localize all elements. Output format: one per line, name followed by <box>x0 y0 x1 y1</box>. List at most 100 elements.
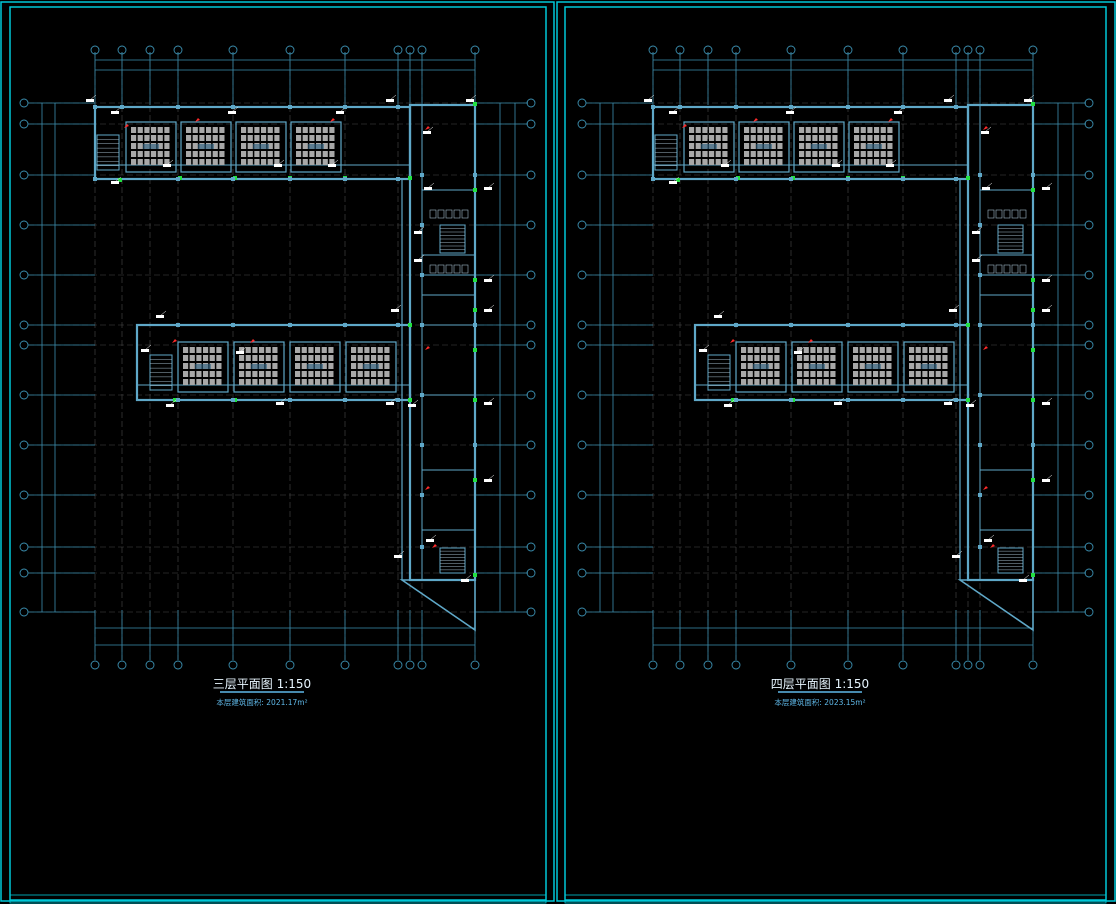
desk <box>203 379 209 385</box>
callout-tag <box>949 309 957 312</box>
desk <box>199 135 205 141</box>
desk <box>695 151 701 157</box>
desk <box>853 379 859 385</box>
axis-bubble <box>1084 490 1094 500</box>
axis-bubble <box>1084 98 1094 108</box>
desk <box>209 371 215 377</box>
east-wing-wall <box>966 103 1035 582</box>
axis-bubble <box>1028 660 1038 670</box>
axis-bubble <box>19 390 29 400</box>
axis-bubble <box>577 98 587 108</box>
toilet-stall <box>1003 209 1011 219</box>
toilet-stall <box>437 264 445 274</box>
desk <box>245 363 251 369</box>
axis-bubble <box>526 320 536 330</box>
door-marker <box>808 339 813 343</box>
desk <box>803 363 809 369</box>
desk <box>715 143 721 149</box>
callout-tag <box>944 402 952 405</box>
desk <box>825 127 831 133</box>
desk <box>750 159 756 165</box>
desk <box>302 135 308 141</box>
desk <box>301 347 307 353</box>
desk <box>747 371 753 377</box>
desk <box>144 135 150 141</box>
classroom-label-box <box>921 364 937 369</box>
structural-column <box>954 177 958 181</box>
desk <box>241 127 247 133</box>
desk <box>689 127 695 133</box>
desk <box>241 143 247 149</box>
window-mark <box>1031 188 1035 192</box>
desk <box>252 355 258 361</box>
desk <box>274 127 280 133</box>
desk <box>695 143 701 149</box>
desk <box>744 151 750 157</box>
axis-bubble <box>417 660 427 670</box>
sheet-frame-outer <box>556 1 1116 902</box>
structural-column <box>176 323 180 327</box>
desk <box>741 363 747 369</box>
classroom <box>791 341 843 393</box>
structural-column <box>901 177 905 181</box>
desk <box>879 379 885 385</box>
desk <box>874 135 880 141</box>
desk <box>715 159 721 165</box>
desk <box>245 371 251 377</box>
desk <box>859 379 865 385</box>
desk <box>747 363 753 369</box>
desk <box>823 379 829 385</box>
structural-column <box>954 105 958 109</box>
desk <box>196 379 202 385</box>
desk <box>321 355 327 361</box>
axis-bubble <box>577 390 587 400</box>
axis-bubble <box>951 45 961 55</box>
desk <box>715 127 721 133</box>
desk <box>866 347 872 353</box>
window-mark <box>408 176 412 180</box>
desk <box>750 143 756 149</box>
desk <box>812 151 818 157</box>
desk <box>750 135 756 141</box>
desk <box>321 347 327 353</box>
window-mark <box>1031 478 1035 482</box>
desk <box>357 355 363 361</box>
structural-column <box>954 323 958 327</box>
desk <box>810 355 816 361</box>
desk <box>867 127 873 133</box>
desk <box>817 371 823 377</box>
desk <box>267 159 273 165</box>
desk <box>689 151 695 157</box>
desk <box>351 347 357 353</box>
desk <box>216 347 222 353</box>
callout-tag <box>886 164 894 167</box>
desk <box>817 379 823 385</box>
desk <box>151 159 157 165</box>
desk <box>810 347 816 353</box>
axis-bubble <box>19 607 29 617</box>
desk <box>329 143 335 149</box>
axis-bubble <box>285 660 295 670</box>
desk <box>315 347 321 353</box>
desk <box>774 371 780 377</box>
desk <box>316 135 322 141</box>
desk <box>774 363 780 369</box>
desk <box>754 379 760 385</box>
callout-tag <box>414 231 422 234</box>
desk <box>272 347 278 353</box>
axis-bubble <box>526 98 536 108</box>
structural-column <box>954 398 958 402</box>
desk <box>186 135 192 141</box>
axis-bubble <box>228 660 238 670</box>
door-marker <box>983 486 988 490</box>
desk <box>880 151 886 157</box>
desk <box>144 159 150 165</box>
desk <box>935 371 941 377</box>
axis-bubble <box>675 45 685 55</box>
desk <box>296 135 302 141</box>
window-mark <box>473 478 477 482</box>
plan-sheet-fourth-floor: 四层平面图 1:150 本层建筑面积: 2023.15m² <box>556 1 1116 904</box>
desk <box>322 151 328 157</box>
desk <box>371 379 377 385</box>
desk <box>767 355 773 361</box>
